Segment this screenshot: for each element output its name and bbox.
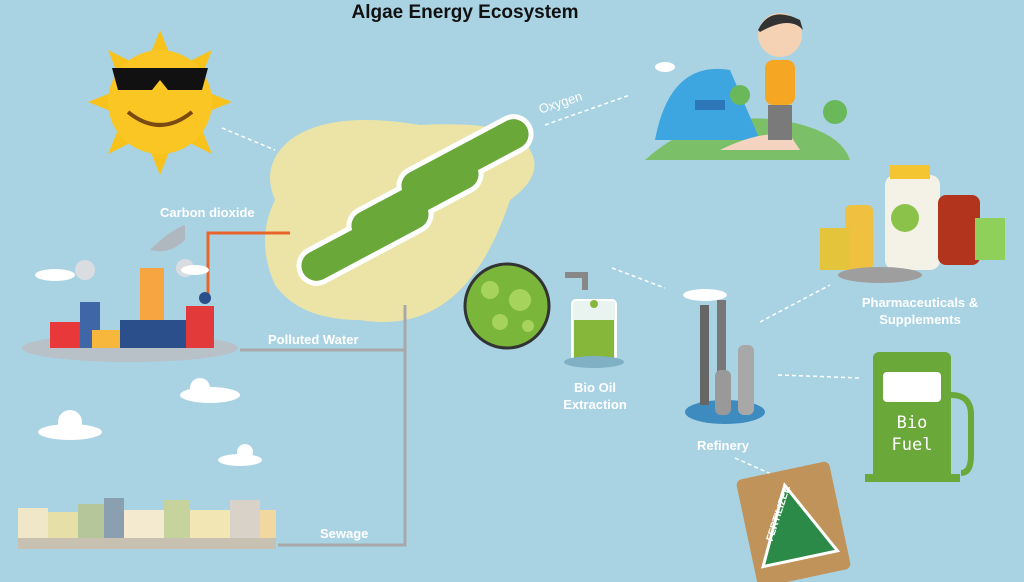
bio-fuel-line1: Bio bbox=[896, 413, 928, 433]
houses-icon bbox=[18, 498, 276, 549]
bio-oil-label-line2: Extraction bbox=[563, 397, 627, 412]
sun-icon bbox=[88, 30, 232, 175]
pharmaceuticals-label: Pharmaceuticals & Supplements bbox=[845, 294, 995, 328]
bio-oil-extraction-label: Bio Oil Extraction bbox=[555, 379, 635, 413]
fuel-pump-icon bbox=[865, 352, 974, 482]
pharmaceuticals-icon bbox=[820, 165, 1005, 283]
refinery-label: Refinery bbox=[697, 438, 750, 453]
bio-oil-beaker-icon bbox=[564, 299, 624, 368]
bio-fuel-line2: Fuel bbox=[891, 435, 933, 455]
sewage-label: Sewage bbox=[320, 526, 369, 541]
fertilizer-bag-icon bbox=[736, 461, 851, 582]
bio-fuel-label: Bio Fuel bbox=[873, 412, 951, 456]
page-title: Algae Energy Ecosystem bbox=[351, 2, 579, 23]
cloud-icons bbox=[35, 62, 727, 466]
algae-cells-icon bbox=[463, 262, 551, 350]
polluted-water-label: Polluted Water bbox=[268, 332, 359, 347]
algae-pond bbox=[265, 114, 535, 322]
carbon-dioxide-label: Carbon dioxide bbox=[160, 205, 255, 220]
person-nature-icon bbox=[645, 13, 850, 160]
pharma-label-line1: Pharmaceuticals & bbox=[861, 295, 979, 310]
pharma-label-line2: Supplements bbox=[879, 312, 961, 327]
bio-oil-label-line1: Bio Oil bbox=[574, 380, 616, 395]
refinery-icon bbox=[685, 300, 765, 424]
factory-icon bbox=[22, 259, 238, 362]
